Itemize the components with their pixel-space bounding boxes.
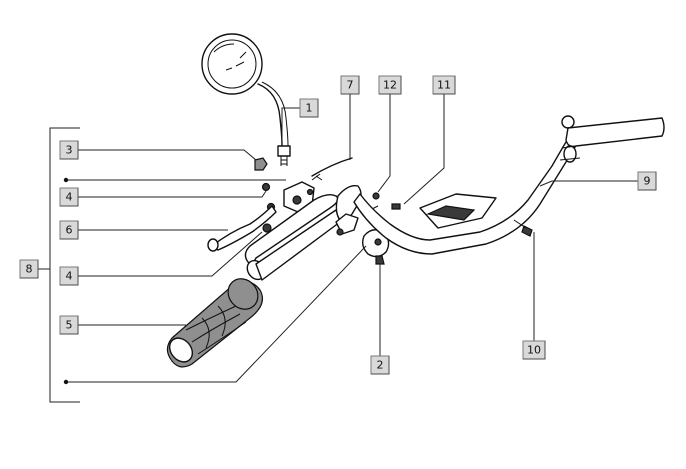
- part-clamp: [361, 229, 390, 265]
- callout-5: 5: [59, 315, 79, 335]
- svg-text:8: 8: [26, 263, 33, 276]
- leader-dots: [63, 177, 69, 385]
- svg-text:2: 2: [377, 359, 384, 372]
- svg-text:10: 10: [527, 344, 541, 357]
- part-throttle-housing: [335, 185, 362, 236]
- part-lever-bracket: [283, 181, 315, 213]
- callout-2: 2: [370, 355, 390, 375]
- svg-text:5: 5: [66, 319, 73, 332]
- callout-1: 1: [299, 98, 319, 118]
- callout-10: 10: [522, 340, 546, 360]
- callout-11: 11: [432, 75, 456, 95]
- part-screw-lower: [262, 223, 272, 233]
- part-brake-lever: [207, 205, 277, 252]
- part-small-screws: [369, 192, 401, 211]
- leader-lines: [38, 94, 638, 403]
- svg-text:1: 1: [306, 102, 313, 115]
- svg-text:4: 4: [66, 191, 73, 204]
- svg-text:3: 3: [66, 144, 73, 157]
- svg-text:9: 9: [644, 175, 651, 188]
- svg-text:11: 11: [437, 79, 451, 92]
- part-mirror: [201, 33, 291, 166]
- svg-text:7: 7: [347, 79, 354, 92]
- callout-6: 6: [59, 220, 79, 240]
- part-screw-10: [513, 219, 533, 237]
- svg-text:4: 4: [66, 270, 73, 283]
- part-handlebar: [353, 115, 665, 255]
- callout-12: 12: [378, 75, 402, 95]
- callout-8: 8: [19, 259, 39, 279]
- callout-7: 7: [340, 75, 360, 95]
- part-cable: [311, 157, 353, 181]
- callout-3: 3: [59, 140, 79, 160]
- svg-text:6: 6: [66, 224, 73, 237]
- part-nut: [254, 157, 268, 171]
- svg-text:12: 12: [383, 79, 397, 92]
- callout-9: 9: [637, 171, 657, 191]
- part-throttle-tube: [244, 193, 341, 281]
- part-hand-grip: [166, 278, 263, 368]
- callout-4-lower: 4: [59, 266, 79, 286]
- callout-4-upper: 4: [59, 187, 79, 207]
